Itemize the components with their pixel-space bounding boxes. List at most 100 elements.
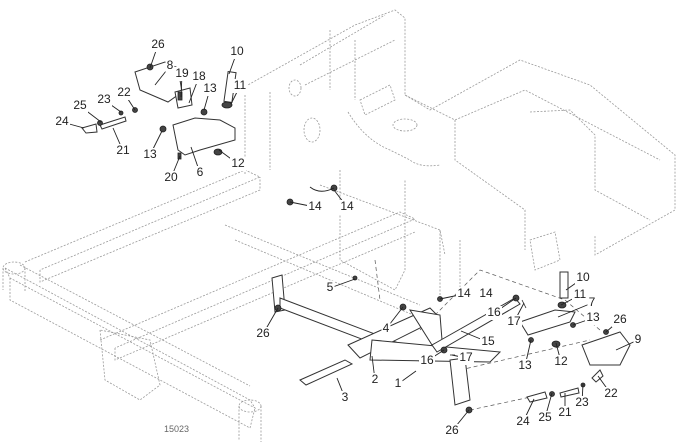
callout-bg (517, 359, 533, 373)
callout-24: 24 (55, 114, 69, 128)
callout-26: 26 (613, 312, 627, 326)
callout-3: 3 (342, 390, 349, 404)
callout-26: 26 (445, 423, 459, 437)
callout-bg (115, 144, 131, 158)
callout-bg (419, 354, 435, 368)
callout-bg (174, 67, 190, 81)
callout-7: 7 (589, 295, 596, 309)
callout-22: 22 (117, 85, 131, 99)
callout-bg (574, 396, 590, 410)
callout-bg (165, 59, 175, 73)
callout-18: 18 (192, 69, 206, 83)
callout-16: 16 (487, 305, 501, 319)
callout-bg (480, 335, 496, 349)
callout-14: 14 (340, 199, 354, 213)
callout-16: 16 (420, 353, 434, 367)
plate-7 (519, 309, 576, 336)
callout-4: 4 (383, 321, 390, 335)
callout-bg (587, 296, 597, 310)
callout-bg (229, 45, 245, 59)
lower-linkage-parts (271, 271, 631, 414)
callout-bg (603, 387, 619, 401)
callout-21: 21 (558, 405, 572, 419)
pin-22b (591, 369, 604, 383)
screw-20 (177, 152, 182, 160)
callout-13: 13 (203, 81, 217, 95)
callout-bg (72, 99, 88, 113)
bolt-10b (559, 271, 569, 299)
callout-14: 14 (308, 199, 322, 213)
callout-bg (585, 311, 601, 325)
frame-ghost (2, 9, 676, 442)
callout-leaders (61, 44, 639, 432)
callout-19: 19 (175, 66, 189, 80)
callout-bg (370, 373, 380, 387)
callout-bg (232, 79, 248, 93)
callout-26: 26 (151, 37, 165, 51)
block-18 (174, 87, 193, 109)
callout-22: 22 (604, 386, 618, 400)
callout-bg (456, 287, 472, 301)
callout-bg (506, 315, 522, 329)
callout-14: 14 (457, 286, 471, 300)
figure-number: 15023 (164, 424, 189, 434)
callout-17: 17 (459, 350, 473, 364)
callout-bg (572, 288, 588, 302)
callout-24: 24 (516, 414, 530, 428)
callout-10: 10 (230, 44, 244, 58)
callout-bg (486, 306, 502, 320)
callout-17: 17 (507, 314, 521, 328)
callout-bg (537, 411, 553, 425)
callout-21: 21 (116, 143, 130, 157)
callout-1: 1 (395, 376, 402, 390)
callout-5: 5 (327, 280, 334, 294)
pivot-bracket (449, 357, 471, 406)
callout-20: 20 (164, 170, 178, 184)
callout-15: 15 (481, 334, 495, 348)
callout-11: 11 (574, 287, 587, 301)
callout-8: 8 (167, 58, 174, 72)
callout-6: 6 (197, 165, 204, 179)
callout-23: 23 (97, 92, 111, 106)
callout-bg (339, 200, 355, 214)
nut-11 (221, 101, 233, 109)
callout-bg (202, 82, 218, 96)
callout-12: 12 (231, 156, 245, 170)
callout-bg (553, 355, 569, 369)
callout-bg (575, 271, 591, 285)
callout-bg (458, 351, 474, 365)
clip-24 (81, 123, 98, 134)
pin-17a (521, 299, 527, 309)
bolt-13b (159, 125, 167, 133)
callout-bg (142, 148, 158, 162)
callout-bg (116, 86, 132, 100)
callout-bg (230, 157, 246, 171)
clip-24b (526, 391, 548, 403)
bracket-9 (581, 331, 631, 366)
callout-bg (54, 115, 70, 129)
bolt-19 (177, 91, 183, 101)
callout-bg (381, 322, 391, 336)
lever-6 (172, 117, 236, 156)
callout-bg (163, 171, 179, 185)
washer-23 (118, 110, 124, 116)
callout-25: 25 (73, 98, 87, 112)
callout-26: 26 (256, 326, 270, 340)
callout-23: 23 (575, 395, 589, 409)
callout-bg (515, 415, 531, 429)
callout-13: 13 (143, 147, 157, 161)
callout-bg (96, 93, 112, 107)
callout-bg (191, 70, 207, 84)
callout-25: 25 (538, 410, 552, 424)
callout-bg (195, 166, 205, 180)
callout-12: 12 (554, 354, 568, 368)
rod-21 (99, 116, 127, 130)
callout-bg (612, 313, 628, 327)
callout-bg (633, 333, 643, 347)
callout-14: 14 (479, 286, 493, 300)
callout-bg (340, 391, 350, 405)
callout-bg (557, 406, 573, 420)
